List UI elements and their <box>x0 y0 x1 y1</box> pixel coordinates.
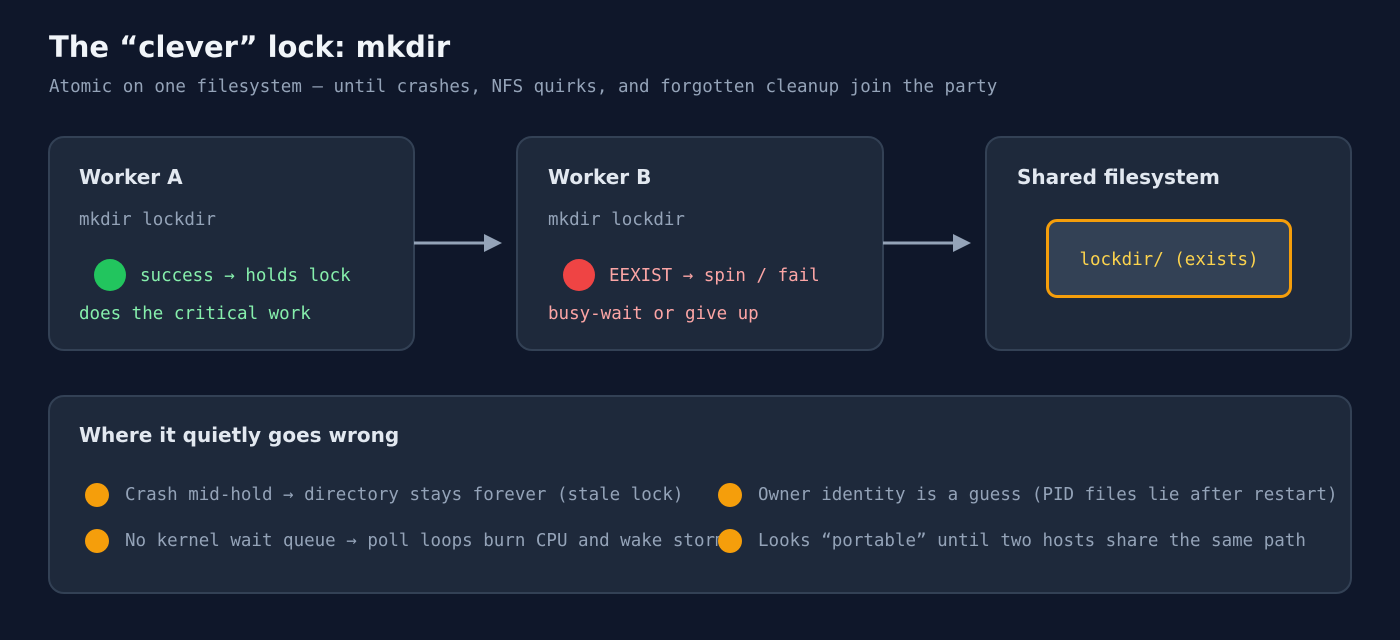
problem-item: Owner identity is a guess (PID files lie… <box>758 485 1338 505</box>
diagram-title: The “clever” lock: mkdir <box>49 30 451 64</box>
lockdir-box: lockdir/ (exists) <box>1046 219 1292 298</box>
worker-a-title: Worker A <box>79 165 183 189</box>
problems-title: Where it quietly goes wrong <box>79 423 400 447</box>
problem-item: Crash mid-hold → directory stays forever… <box>125 485 684 505</box>
worker-b-status: EEXIST → spin / fail <box>609 266 820 286</box>
worker-b-title: Worker B <box>548 165 652 189</box>
warning-bullet-icon <box>718 483 742 507</box>
arrow-right-icon <box>414 234 502 252</box>
warning-bullet-icon <box>85 483 109 507</box>
lockdir-label: lockdir/ (exists) <box>1079 250 1259 270</box>
worker-a-status: success → holds lock <box>140 266 351 286</box>
worker-b-detail: busy-wait or give up <box>548 304 759 324</box>
warning-bullet-icon <box>85 529 109 553</box>
worker-a-command: mkdir lockdir <box>79 210 216 230</box>
fail-status-icon <box>563 259 595 291</box>
problem-item: No kernel wait queue → poll loops burn C… <box>125 531 726 551</box>
worker-a-card: Worker A mkdir lockdir success → holds l… <box>48 136 415 351</box>
problem-item: Looks “portable” until two hosts share t… <box>758 531 1306 551</box>
arrow-right-icon <box>883 234 971 252</box>
problems-panel: Where it quietly goes wrong <box>48 395 1352 594</box>
worker-a-detail: does the critical work <box>79 304 311 324</box>
worker-b-command: mkdir lockdir <box>548 210 685 230</box>
success-status-icon <box>94 259 126 291</box>
warning-bullet-icon <box>718 529 742 553</box>
diagram-subtitle: Atomic on one filesystem — until crashes… <box>49 77 998 97</box>
worker-b-card: Worker B mkdir lockdir EEXIST → spin / f… <box>516 136 884 351</box>
filesystem-title: Shared filesystem <box>1017 165 1220 189</box>
